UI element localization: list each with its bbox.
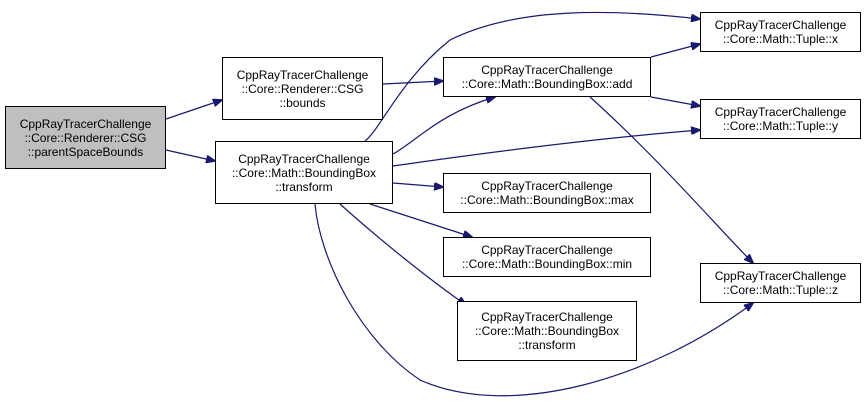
edge-csg-bounds-to-bb-add xyxy=(382,81,443,84)
edge-bb-transform-to-tuple-z xyxy=(314,203,753,397)
node-label-line: ::parentSpaceBounds xyxy=(27,144,144,159)
node-tuple-z[interactable]: CppRayTracerChallenge::Core::Math::Tuple… xyxy=(700,263,861,303)
node-label-line: CppRayTracerChallenge xyxy=(481,310,613,324)
node-label-line: ::Core::Math::BoundingBox::max xyxy=(460,193,634,207)
edge-bb-transform-to-bb-max xyxy=(392,183,443,187)
node-label-line: CppRayTracerChallenge xyxy=(236,67,369,82)
node-bb-transform[interactable]: CppRayTracerChallenge::Core::Math::Bound… xyxy=(215,141,393,204)
node-label-line: CppRayTracerChallenge xyxy=(238,151,370,166)
edge-bb-transform-to-bb-min xyxy=(369,203,472,237)
node-label-line: CppRayTracerChallenge xyxy=(481,179,613,193)
node-csg-bounds[interactable]: CppRayTracerChallenge::Core::Renderer::C… xyxy=(222,57,383,120)
edge-root-to-bb-transform xyxy=(165,149,215,161)
node-label-line: ::Core::Renderer::CSG xyxy=(24,130,147,145)
node-label-line: ::transform xyxy=(518,338,576,352)
edge-root-to-csg-bounds xyxy=(165,100,222,120)
node-label-line: ::Core::Renderer::CSG xyxy=(241,81,364,96)
node-label-line: ::Core::Math::BoundingBox xyxy=(231,165,377,180)
node-label-line: ::Core::Math::Tuple::x xyxy=(723,32,838,46)
edge-bb-transform-to-bb-transform-2 xyxy=(339,203,466,305)
edge-bb-add-to-tuple-x xyxy=(650,44,700,58)
node-bb-add[interactable]: CppRayTracerChallenge::Core::Math::Bound… xyxy=(443,57,651,97)
node-bb-transform-2[interactable]: CppRayTracerChallenge::Core::Math::Bound… xyxy=(457,301,637,361)
node-label-line: ::Core::Math::BoundingBox::add xyxy=(461,77,633,91)
edge-bb-add-to-tuple-z xyxy=(589,96,753,263)
edge-bb-transform-to-bb-add xyxy=(392,97,495,155)
node-label-line: CppRayTracerChallenge xyxy=(714,105,847,119)
node-label-line: CppRayTracerChallenge xyxy=(714,18,847,32)
node-label-line: CppRayTracerChallenge xyxy=(481,243,613,257)
node-label-line: CppRayTracerChallenge xyxy=(481,63,613,77)
node-label-line: ::Core::Math::Tuple::z xyxy=(723,283,838,297)
edge-bb-add-to-tuple-y xyxy=(650,96,700,106)
node-label-line: ::transform xyxy=(275,179,333,194)
node-bb-max[interactable]: CppRayTracerChallenge::Core::Math::Bound… xyxy=(443,173,651,213)
node-label-line: ::Core::Math::Tuple::y xyxy=(723,119,838,133)
edge-bb-transform-to-tuple-x xyxy=(364,11,700,142)
node-label-line: ::Core::Math::BoundingBox::min xyxy=(461,257,633,271)
edge-bb-transform-to-tuple-y xyxy=(392,130,700,167)
node-root[interactable]: CppRayTracerChallenge::Core::Renderer::C… xyxy=(5,106,166,169)
node-label-line: ::Core::Math::BoundingBox xyxy=(474,324,620,338)
node-label-line: ::bounds xyxy=(279,95,326,110)
node-tuple-y[interactable]: CppRayTracerChallenge::Core::Math::Tuple… xyxy=(700,99,861,139)
node-label-line: CppRayTracerChallenge xyxy=(19,116,152,131)
node-label-line: CppRayTracerChallenge xyxy=(714,269,847,283)
node-bb-min[interactable]: CppRayTracerChallenge::Core::Math::Bound… xyxy=(443,237,651,277)
node-tuple-x[interactable]: CppRayTracerChallenge::Core::Math::Tuple… xyxy=(700,12,861,52)
